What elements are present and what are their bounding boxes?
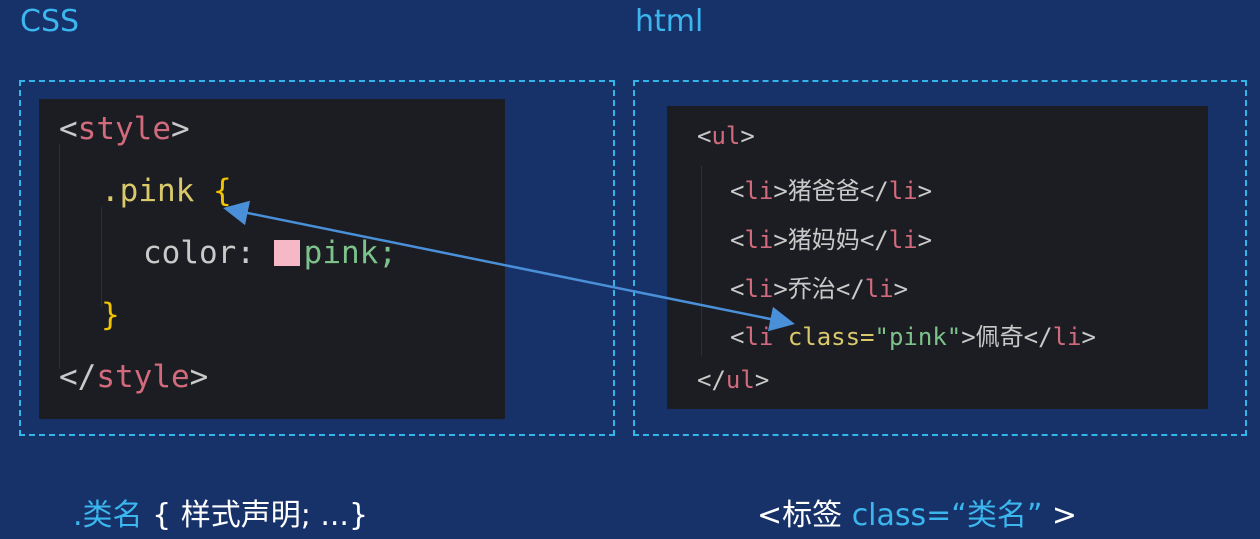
style-open: <style> — [59, 111, 190, 147]
style-close: </style> — [59, 359, 209, 395]
list-item: <li>猪爸爸</li> — [730, 177, 933, 205]
css-selector-line: .pink { — [101, 173, 232, 209]
css-syntax: .类名 { 样式声明; ...} — [73, 498, 369, 533]
html-syntax: <标签 class=“类名” > — [757, 498, 1078, 533]
ul-open: <ul> — [697, 122, 755, 150]
ul-close: </ul> — [697, 366, 770, 394]
css-close-brace: } — [101, 297, 120, 333]
html-label: html — [635, 4, 704, 39]
css-label: CSS — [20, 4, 80, 39]
